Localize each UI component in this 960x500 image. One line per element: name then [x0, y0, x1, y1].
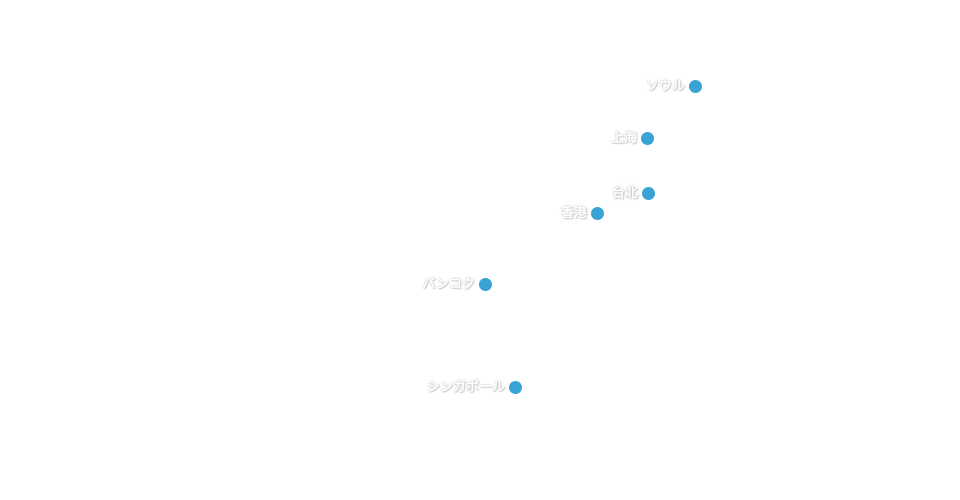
location-dot-icon[interactable]: [479, 278, 492, 291]
city-label-hongkong: 香港: [560, 206, 587, 221]
location-dot-icon[interactable]: [509, 381, 522, 394]
location-dot-icon[interactable]: [642, 187, 655, 200]
city-label-bangkok: バンコク: [422, 277, 475, 292]
city-marker-singapore[interactable]: シンガポール: [410, 380, 522, 396]
location-dot-icon[interactable]: [591, 207, 604, 220]
city-marker-taipei[interactable]: 台北: [600, 186, 655, 202]
city-label-seoul: ソウル: [645, 79, 685, 94]
city-label-shanghai: 上海: [610, 131, 637, 146]
city-marker-bangkok[interactable]: バンコク: [410, 277, 492, 293]
city-marker-shanghai[interactable]: 上海: [600, 131, 654, 147]
city-label-singapore: シンガポール: [426, 380, 505, 395]
city-label-taipei: 台北: [611, 186, 638, 201]
city-marker-seoul[interactable]: ソウル: [640, 79, 702, 95]
location-dot-icon[interactable]: [641, 132, 654, 145]
city-marker-hongkong[interactable]: 香港: [550, 206, 604, 222]
location-dot-icon[interactable]: [689, 80, 702, 93]
